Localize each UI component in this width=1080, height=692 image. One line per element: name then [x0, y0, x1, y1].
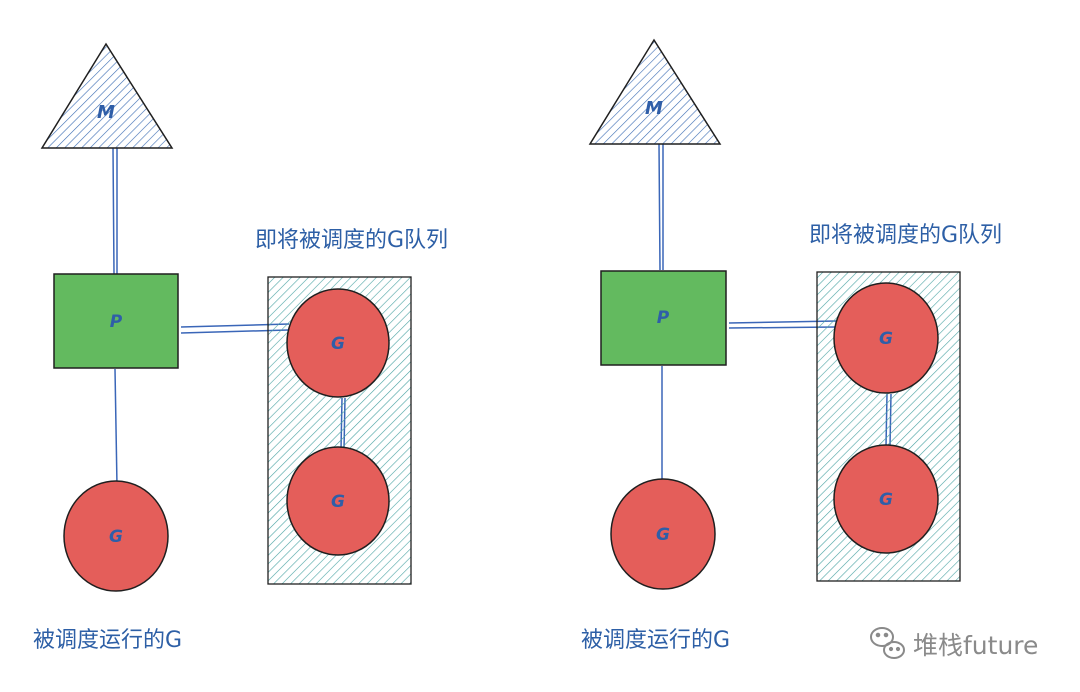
p-processor: P [53, 273, 179, 369]
watermark: 堆栈future [870, 627, 1038, 660]
p-box [53, 273, 179, 369]
g-circle [833, 444, 939, 554]
m-triangle [40, 42, 174, 149]
queue-caption: 即将被调度的G队列 [809, 223, 1002, 248]
p-processor: P [600, 270, 727, 366]
link-m-p [112, 147, 118, 275]
queued-goroutine: G [286, 288, 390, 398]
p-label: P [657, 308, 670, 328]
g-circle [63, 480, 169, 592]
queued-goroutine: G [286, 446, 390, 556]
p-box [600, 270, 727, 366]
g-label: G [656, 525, 670, 545]
queued-goroutine: G [833, 282, 939, 394]
g-label: G [879, 490, 893, 510]
p-label: P [110, 312, 123, 332]
queued-goroutine: G [833, 444, 939, 554]
g-circle [833, 282, 939, 394]
m-triangle [588, 38, 722, 145]
g-circle [286, 446, 390, 556]
left-diagram: M P G G G 即将被调度的G队列 被调度运行的G [33, 42, 448, 653]
g-label: G [109, 527, 123, 547]
m-label: M [97, 102, 115, 123]
running-caption: 被调度运行的G [581, 628, 730, 653]
watermark-text: 堆栈future [913, 631, 1038, 660]
running-caption: 被调度运行的G [33, 628, 182, 653]
wechat-icon [870, 627, 905, 659]
g-label: G [331, 492, 345, 512]
m-machine: M [40, 42, 174, 149]
m-machine: M [588, 38, 722, 145]
running-goroutine: G [610, 478, 716, 590]
right-diagram: M P G G G 即将被调度的G队列 被调度运行的G [581, 38, 1002, 653]
g-circle [610, 478, 716, 590]
queue-caption: 即将被调度的G队列 [255, 228, 448, 253]
g-label: G [331, 334, 345, 354]
g-label: G [879, 329, 893, 349]
g-circle [286, 288, 390, 398]
m-label: M [645, 98, 663, 119]
link-p-running-g [114, 368, 118, 487]
running-goroutine: G [63, 480, 169, 592]
link-m-p [658, 143, 664, 271]
